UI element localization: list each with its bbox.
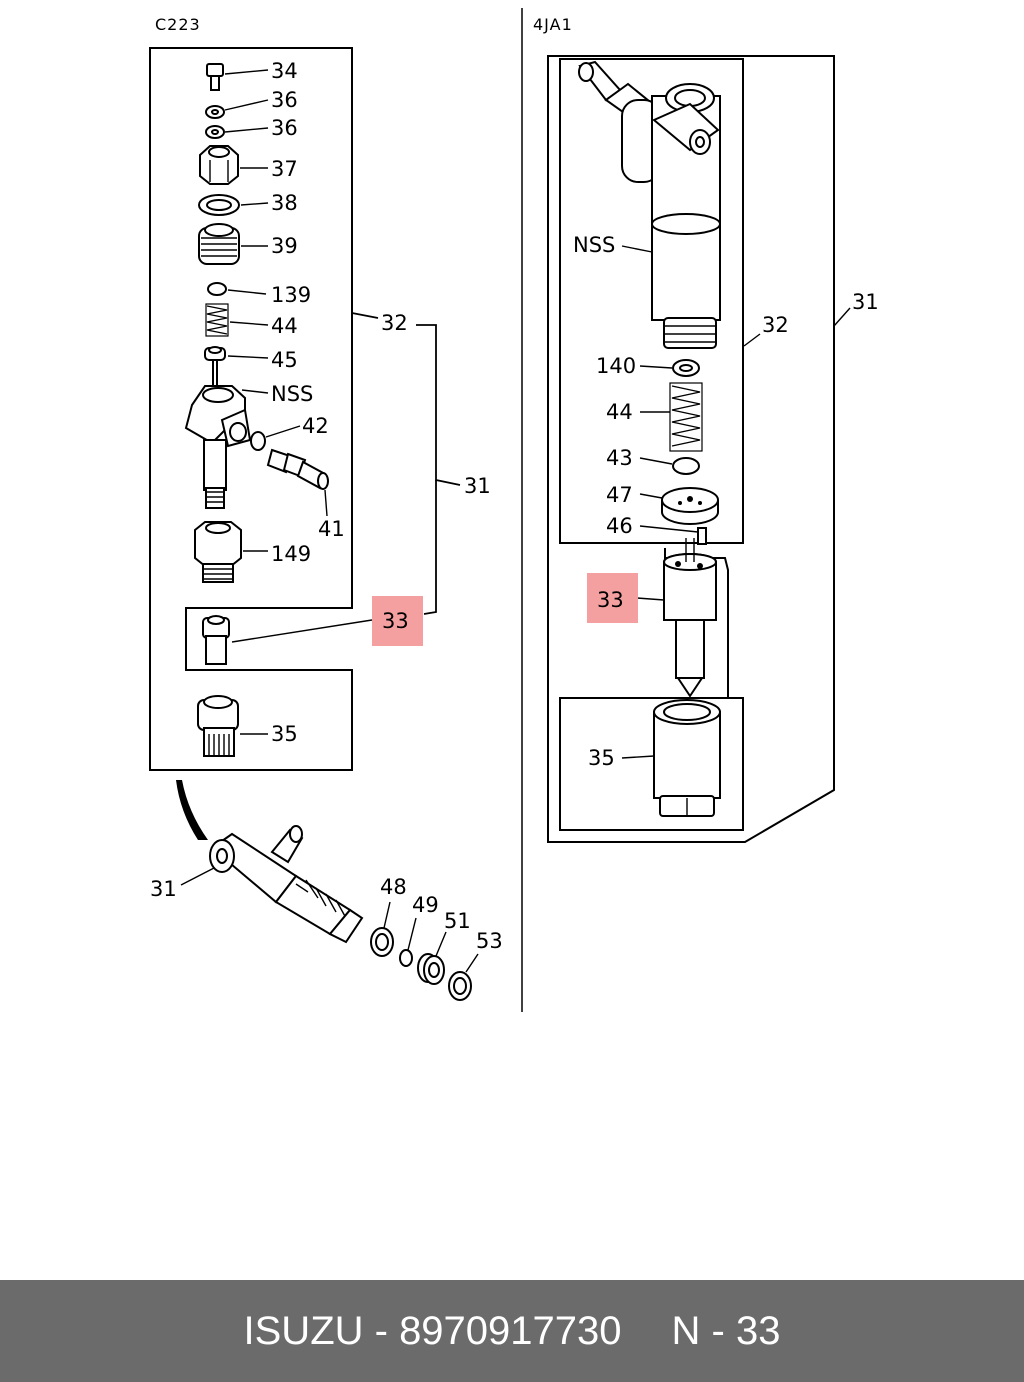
label-149: 149 bbox=[271, 542, 311, 566]
footer-brand: ISUZU bbox=[243, 1308, 364, 1353]
nozzle-33 bbox=[202, 615, 230, 665]
label-44-right: 44 bbox=[606, 400, 633, 424]
footer-separator: - bbox=[363, 1308, 400, 1353]
c223-assembly: 34 36 36 37 38 39 139 44 45 NSS 42 41 14… bbox=[149, 47, 491, 771]
shim-139 bbox=[207, 282, 227, 296]
spring-44 bbox=[205, 303, 229, 337]
disc-43 bbox=[672, 457, 700, 475]
label-34: 34 bbox=[271, 59, 298, 83]
label-42: 42 bbox=[302, 414, 329, 438]
label-32-right: 32 bbox=[762, 313, 789, 337]
seal-51 bbox=[417, 953, 445, 985]
washer-42 bbox=[250, 431, 266, 451]
footer-separator-2: - bbox=[700, 1308, 736, 1353]
label-35-right: 35 bbox=[588, 746, 615, 770]
footer-page-number: 33 bbox=[735, 1308, 781, 1353]
sleeve-39 bbox=[198, 223, 240, 265]
label-31: 31 bbox=[464, 474, 491, 498]
4ja1-assembly: NSS 32 31 140 44 43 47 46 33 35 bbox=[547, 55, 879, 843]
injector-body-nss-right bbox=[578, 60, 721, 349]
label-39: 39 bbox=[271, 234, 298, 258]
pushrod-45 bbox=[204, 346, 226, 401]
label-37: 37 bbox=[271, 157, 298, 181]
pin-46 bbox=[697, 527, 707, 545]
spring-44-right bbox=[669, 382, 703, 452]
label-47: 47 bbox=[606, 483, 633, 507]
section-title-4ja1: 4JA1 bbox=[533, 15, 573, 34]
label-140: 140 bbox=[596, 354, 636, 378]
spacer-47 bbox=[661, 487, 719, 525]
4ja1-frame-35 bbox=[559, 697, 744, 831]
label-45: 45 bbox=[271, 348, 298, 372]
footer-page-code: N bbox=[671, 1308, 701, 1353]
label-33-right: 33 bbox=[597, 588, 624, 612]
label-bottom-31: 31 bbox=[150, 877, 177, 901]
label-nss: NSS bbox=[271, 382, 313, 406]
curved-arrow-icon bbox=[176, 780, 208, 840]
nozzle-33-right bbox=[663, 538, 717, 698]
label-43: 43 bbox=[606, 446, 633, 470]
footer-bar: ISUZU - 8970917730 N - 33 bbox=[0, 1280, 1024, 1382]
label-nss-right: NSS bbox=[573, 233, 615, 257]
highlight-33-left bbox=[372, 596, 423, 646]
label-36b: 36 bbox=[271, 116, 298, 140]
label-32: 32 bbox=[381, 311, 408, 335]
label-49: 49 bbox=[412, 893, 439, 917]
bolt-34 bbox=[206, 63, 224, 91]
nut-149 bbox=[194, 521, 242, 583]
label-44: 44 bbox=[271, 314, 298, 338]
c223-frame bbox=[149, 47, 353, 771]
4ja1-frame-31 bbox=[547, 55, 835, 843]
label-139: 139 bbox=[271, 283, 311, 307]
label-41: 41 bbox=[318, 517, 345, 541]
retaining-nut-35 bbox=[197, 695, 239, 757]
label-38: 38 bbox=[271, 191, 298, 215]
washer-49 bbox=[399, 949, 413, 967]
label-33: 33 bbox=[382, 609, 409, 633]
footer-part-number: 8970917730 bbox=[399, 1308, 622, 1353]
label-31-right: 31 bbox=[852, 290, 879, 314]
highlight-33-right bbox=[587, 573, 638, 623]
section-title-c223: C223 bbox=[155, 15, 201, 34]
nut-37 bbox=[199, 145, 239, 185]
retaining-nut-35-right bbox=[653, 699, 721, 817]
connector-41 bbox=[266, 448, 329, 490]
label-51: 51 bbox=[444, 909, 471, 933]
label-35: 35 bbox=[271, 722, 298, 746]
label-48: 48 bbox=[380, 875, 407, 899]
parts-diagram: C223 4JA1 bbox=[149, 8, 879, 1012]
label-36a: 36 bbox=[271, 88, 298, 112]
label-53: 53 bbox=[476, 929, 503, 953]
assembled-injector bbox=[209, 825, 364, 944]
injector-body-nss bbox=[184, 385, 252, 509]
4ja1-frame-32 bbox=[559, 58, 744, 544]
label-46: 46 bbox=[606, 514, 633, 538]
